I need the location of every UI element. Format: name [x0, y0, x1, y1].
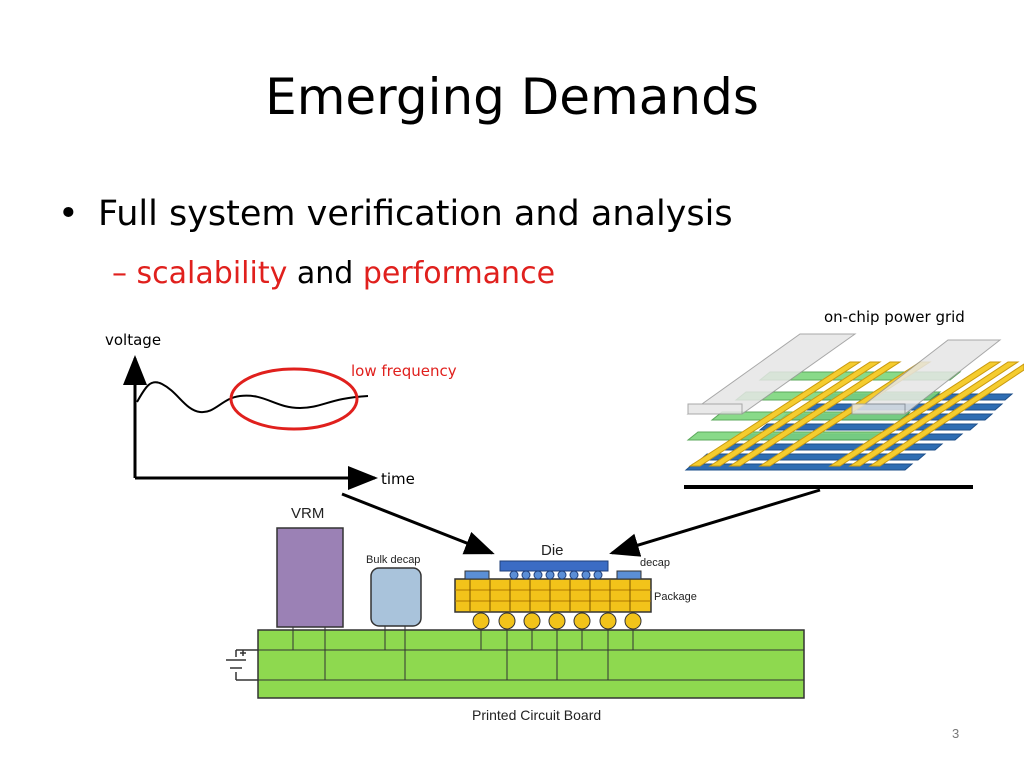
bullet-dot: • [58, 194, 79, 234]
low-frequency-highlight [229, 367, 359, 431]
pcb-label: Printed Circuit Board [472, 707, 602, 723]
decap-right [616, 570, 642, 580]
bulk-decap-block [370, 567, 422, 627]
voltage-waveform [136, 381, 369, 414]
slide-title: Emerging Demands [265, 68, 759, 126]
die-label: Die [541, 542, 564, 559]
sub-bullet: – scalability and performance [112, 254, 555, 294]
package-label: Package [654, 591, 697, 603]
sub-and: and [296, 256, 354, 291]
vrm-block [276, 527, 344, 628]
package [454, 560, 652, 630]
graph-arrow [341, 492, 495, 555]
decap-left [464, 570, 490, 580]
page-number: 3 [952, 726, 960, 741]
battery-icon [226, 649, 258, 681]
sub-performance: performance [362, 256, 556, 291]
bullet-item: • Full system verification and analysis [58, 192, 733, 236]
sub-dash: – [112, 256, 127, 291]
y-axis-label: voltage [105, 331, 162, 349]
x-axis-label: time [381, 470, 415, 488]
vrm-label: VRM [291, 505, 325, 522]
bullet-text: Full system verification and analysis [98, 194, 733, 234]
low-frequency-label: low frequency [351, 362, 457, 380]
power-grid-label: on-chip power grid [824, 308, 965, 326]
sub-scalability: scalability [136, 256, 288, 291]
power-grid-illustration [684, 333, 1024, 489]
decap-label: decap [640, 557, 670, 569]
bulk-decap-label: Bulk decap [366, 554, 421, 566]
voltage-graph [123, 355, 378, 490]
grid-arrow [609, 488, 821, 557]
die-block [499, 560, 609, 572]
pcb [226, 625, 805, 699]
